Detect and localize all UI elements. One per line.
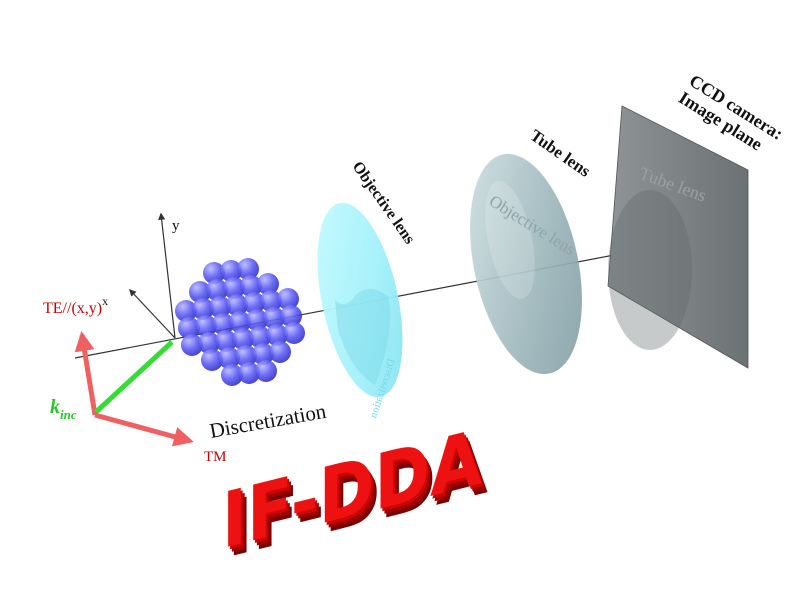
te-label: TE//(x,y)x [43,294,108,317]
dipole-sphere [249,326,271,348]
x-axis-line [129,288,176,339]
dipole-sphere [238,362,260,384]
dipole-sphere [252,343,274,365]
dipole-sphere [283,322,305,344]
y-axis-label: y [172,218,180,234]
y-axis-line [158,212,176,339]
dipole-sphere [269,341,291,363]
dipole-sphere [221,364,243,386]
tube-lens-highlight [485,181,535,299]
dipole-sphere [218,347,240,369]
dipole-sphere [255,360,277,382]
dipole-sphere [237,258,259,280]
dipole-sphere [229,311,251,333]
dipole-sphere [243,292,265,314]
discretized-particle [175,258,305,386]
dipole-sphere [277,288,299,310]
dipole-sphere [280,305,302,327]
tm-arrow [94,412,194,447]
dipole-sphere [215,330,237,352]
dipole-sphere [198,332,220,354]
k-inc-label: kinc [50,396,77,422]
dipole-sphere [209,296,231,318]
dipole-sphere [226,294,248,316]
dipole-sphere [220,260,242,282]
dipole-sphere [201,349,223,371]
dipole-sphere [195,315,217,337]
tube-lens [470,153,582,375]
te-label-main: TE//(x,y) [43,300,102,317]
k-inc-label-sub: inc [60,407,77,422]
dipole-sphere [203,262,225,284]
ccd-reflection-circle [608,190,692,350]
dipole-sphere [240,275,262,297]
k-inc-arrow [94,340,174,414]
objective-lens-shadow [335,289,391,385]
dipole-sphere [260,290,282,312]
dipole-sphere [212,313,234,335]
k-inc-label-main: k [50,396,60,418]
dipole-sphere [192,298,214,320]
dipole-sphere [266,324,288,346]
dipole-sphere [175,300,197,322]
dipole-sphere [235,345,257,367]
te-label-sup: x [102,294,108,308]
dipole-sphere [246,309,268,331]
dipole-sphere [257,273,279,295]
ccd-image-plane [607,105,749,369]
dipole-sphere [223,277,245,299]
dipole-sphere [181,334,203,356]
dipole-sphere [206,279,228,301]
dipole-sphere [178,317,200,339]
if-dda-logo: IF-DDA IF-DDA IF-DDA IF-DDA [222,412,488,575]
dipole-sphere [232,328,254,350]
objective-lens [317,202,403,398]
dipole-sphere [189,281,211,303]
te-arrow [74,331,98,416]
dipole-sphere [263,307,285,329]
discretization-label: Discretization [208,399,329,443]
tm-label: TM [204,449,227,465]
